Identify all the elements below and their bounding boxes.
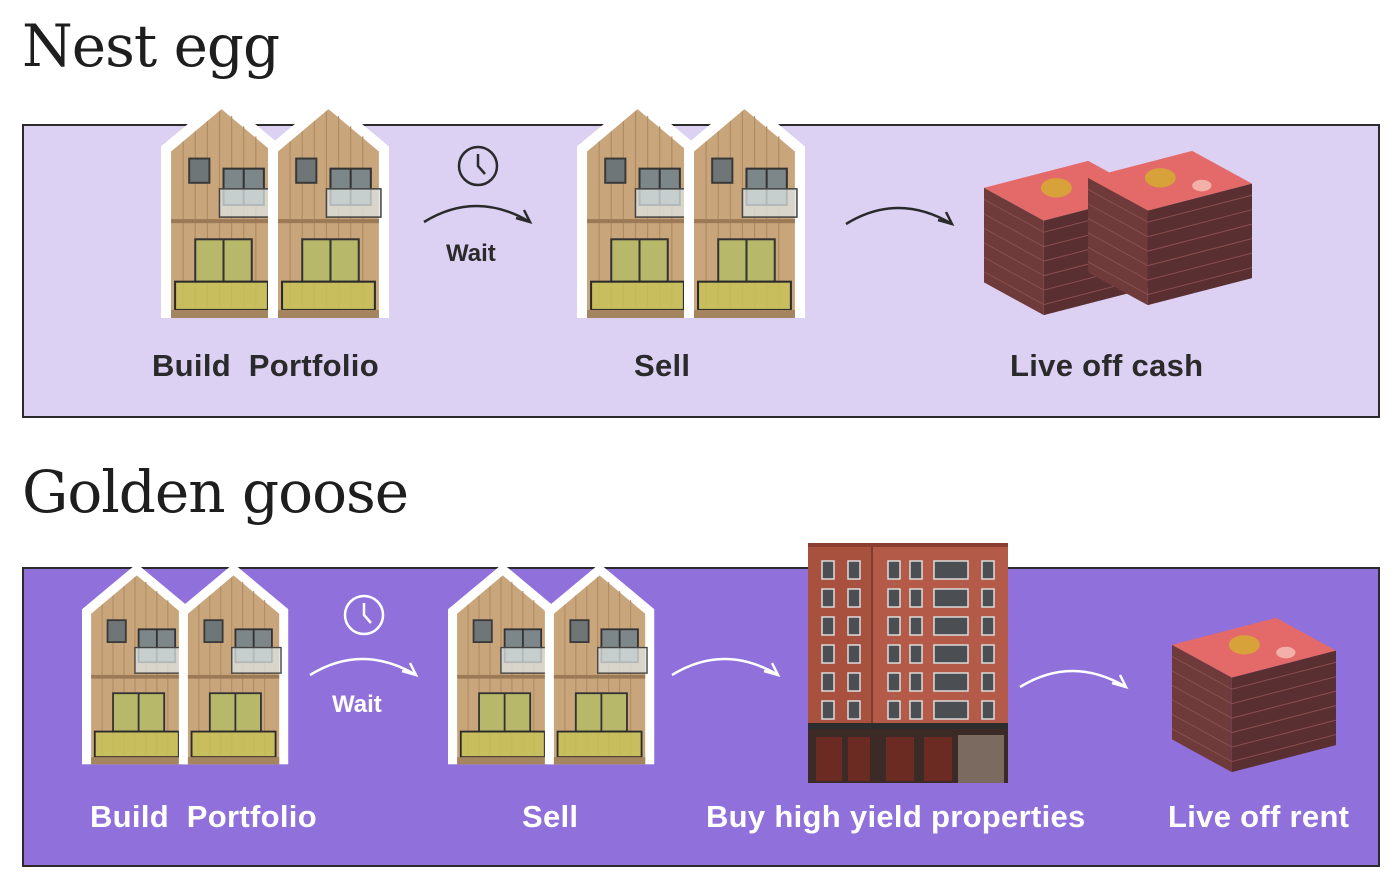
cash-stack-icon	[1088, 150, 1252, 306]
step-label: Live off rent	[1168, 799, 1350, 834]
cash-stack-icon	[1172, 615, 1336, 775]
arrow-icon	[1016, 661, 1136, 701]
section-title-golden-goose: Golden goose	[22, 458, 409, 526]
apartment-building-icon	[808, 543, 1008, 783]
arrow-icon	[306, 649, 426, 689]
arrow-icon	[420, 196, 540, 236]
clock-icon	[456, 144, 500, 188]
house-icon	[82, 555, 292, 773]
step-label: Build Portfolio	[90, 799, 317, 834]
clock-icon	[342, 593, 386, 637]
step-label: Buy high yield properties	[706, 799, 1086, 834]
step-label: Live off cash	[1010, 348, 1204, 383]
arrow-icon	[668, 649, 788, 689]
house-icon	[144, 96, 410, 318]
step-label: Build Portfolio	[152, 348, 379, 383]
step-label: Sell	[634, 348, 691, 383]
wait-label: Wait	[332, 691, 382, 718]
nest-egg-panel: Wait Build Portfolio Sell Live off cash	[22, 124, 1380, 418]
arrow-icon	[842, 198, 962, 238]
section-title-nest-egg: Nest egg	[22, 12, 280, 80]
step-label: Sell	[522, 799, 579, 834]
golden-goose-panel: Wait Build Portfolio Sell Buy high yield…	[22, 567, 1380, 867]
wait-label: Wait	[446, 240, 496, 267]
house-icon	[560, 96, 826, 318]
house-icon	[448, 555, 658, 773]
